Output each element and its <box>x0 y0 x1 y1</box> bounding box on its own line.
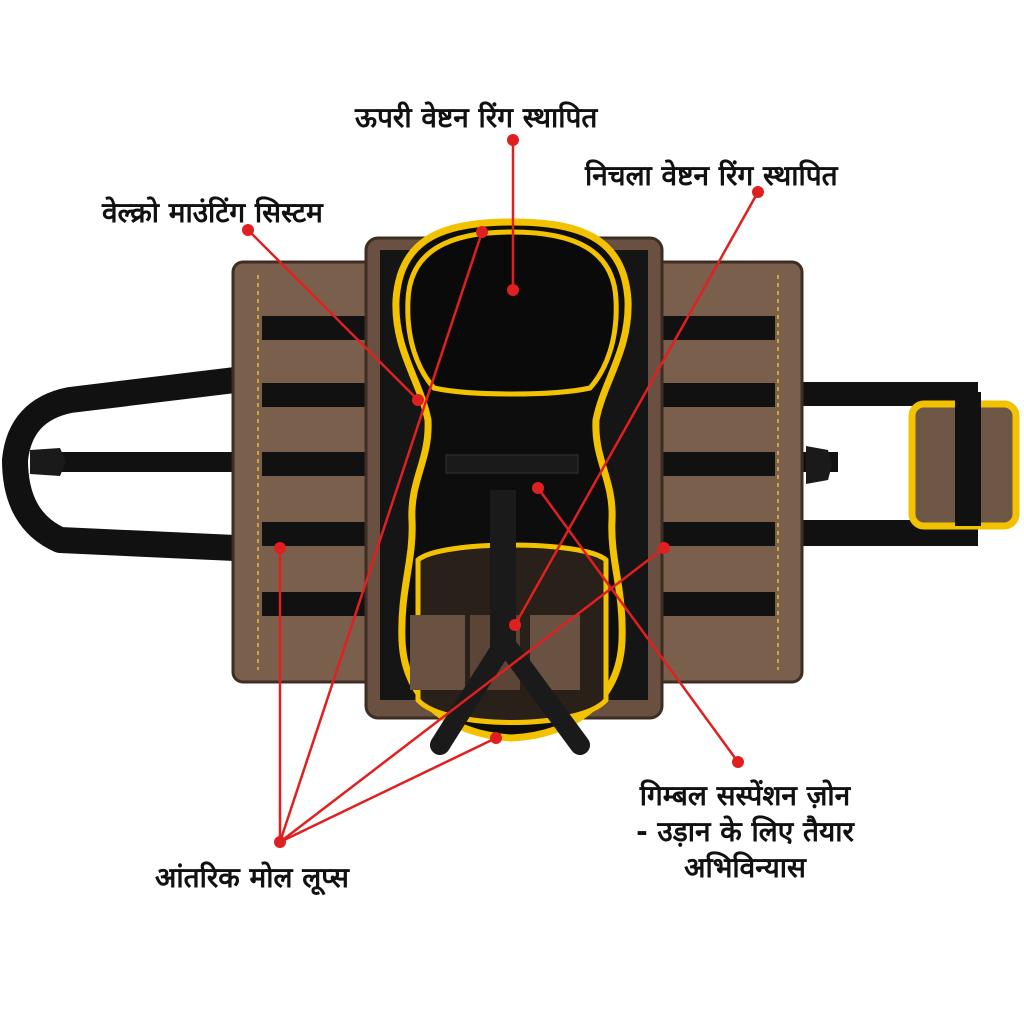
callout-dot <box>507 284 519 296</box>
right-strap <box>798 382 1020 546</box>
right-panel <box>650 260 804 684</box>
callout-dot <box>532 482 544 494</box>
gimbal-zone-label: गिम्बल सस्पेंशन ज़ोन - उड़ान के लिए तैया… <box>600 778 890 886</box>
callout-dot <box>752 186 764 198</box>
callout-dot <box>509 619 521 631</box>
callout-dot <box>658 542 670 554</box>
callout-dots <box>242 134 764 848</box>
callout-dot <box>274 836 286 848</box>
gimbal-label-line1: गिम्बल सस्पेंशन ज़ोन <box>639 779 851 812</box>
gimbal-cradle <box>392 218 632 755</box>
gimbal-label-line2: - उड़ान के लिए तैयार <box>636 815 854 848</box>
left-strap <box>2 367 240 561</box>
callout-dot <box>507 134 519 146</box>
lower-ring-label: निचला वेष्टन रिंग स्थापित <box>585 159 838 192</box>
upper-ring-label: ऊपरी वेष्टन रिंग स्थापित <box>355 101 598 134</box>
molle-loops-label: आंतरिक मोल लूप्स <box>155 861 349 894</box>
gimbal-label-line3: अभिविन्यास <box>684 851 806 884</box>
callout-dot <box>274 542 286 554</box>
callout-dot <box>412 394 424 406</box>
callout-lines <box>247 140 760 844</box>
callout-dot <box>490 732 502 744</box>
velcro-label: वेल्क्रो माउंटिंग सिस्टम <box>102 196 323 229</box>
callout-dot <box>732 756 744 768</box>
callout-dot <box>476 226 488 238</box>
left-panel <box>231 260 385 684</box>
callout-dot <box>242 224 254 236</box>
